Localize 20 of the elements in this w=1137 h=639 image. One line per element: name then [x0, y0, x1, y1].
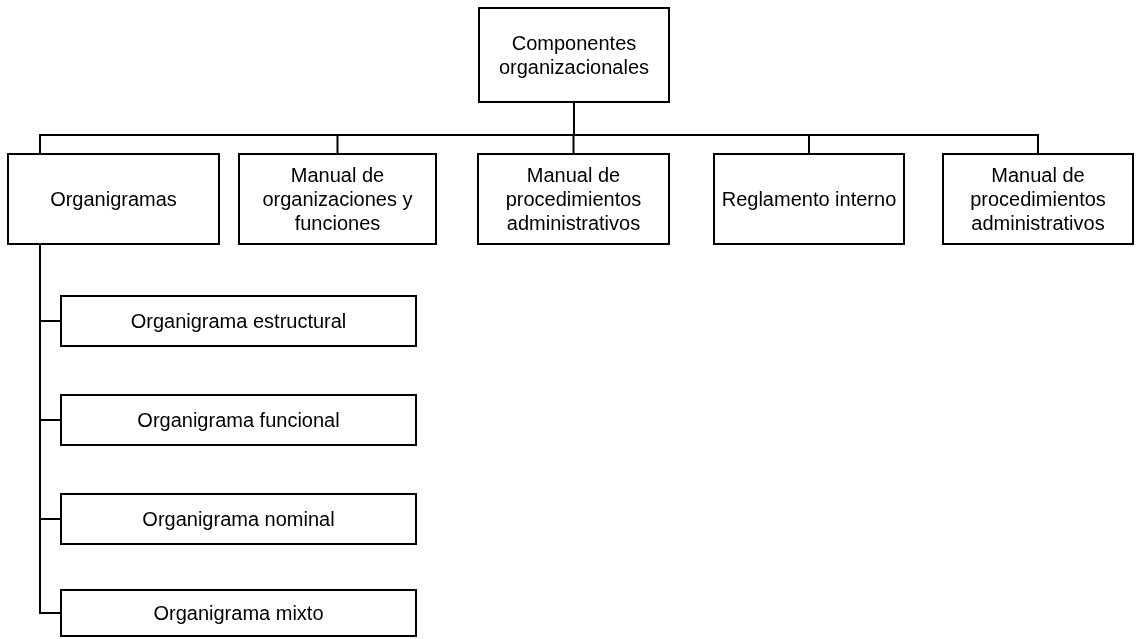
box-label: Reglamento interno — [721, 187, 897, 211]
box-label: Manual de organizaciones y funciones — [261, 163, 414, 235]
org-box — [942, 153, 1134, 245]
box-label: Manual de procedimientos administrativos — [969, 163, 1107, 235]
org-box — [477, 153, 670, 245]
box-label: Organigramas — [50, 187, 177, 211]
box-label: Componentes organizacionales — [497, 31, 651, 79]
box-label: Organigrama estructural — [130, 309, 347, 333]
org-box — [60, 295, 417, 347]
org-box — [60, 589, 417, 637]
box-label: Organigrama nominal — [142, 507, 335, 531]
box-label: Manual de procedimientos administrativos — [504, 163, 643, 235]
org-box — [478, 7, 670, 103]
org-box — [238, 153, 437, 245]
box-label: Organigrama mixto — [153, 601, 324, 625]
org-box — [60, 394, 417, 446]
org-box — [60, 493, 417, 545]
org-box — [713, 153, 905, 245]
org-box — [7, 153, 220, 245]
box-label: Organigrama funcional — [137, 408, 340, 432]
